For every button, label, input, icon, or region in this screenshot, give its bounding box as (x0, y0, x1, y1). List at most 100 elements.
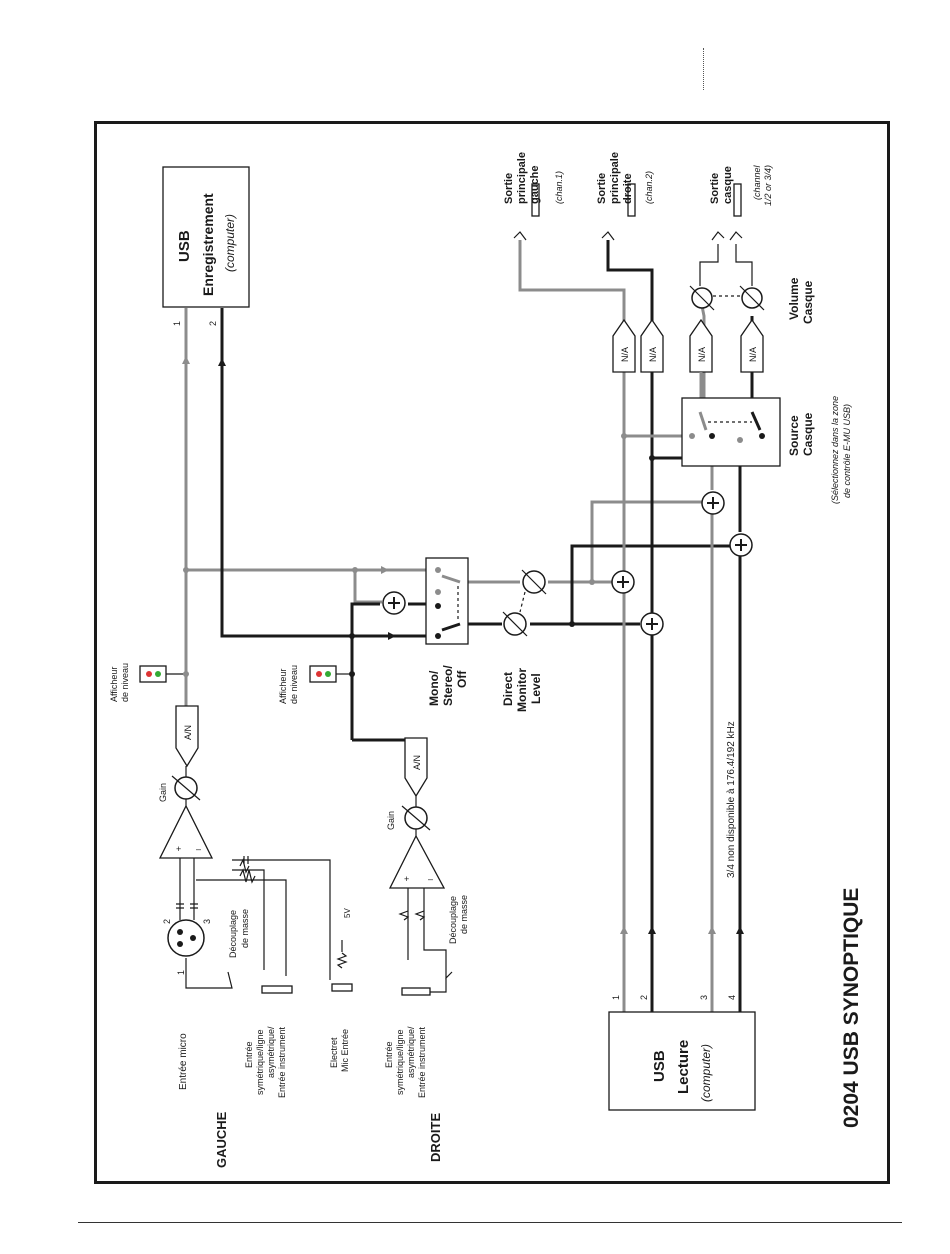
svg-text:Mic Entrée: Mic Entrée (340, 1029, 350, 1072)
svg-text:3: 3 (699, 995, 709, 1000)
mix-sum-3 (640, 612, 664, 636)
svg-text:N/A: N/A (697, 347, 707, 362)
svg-text:N/A: N/A (748, 347, 758, 362)
diagram-title: 0204 USB SYNOPTIQUE (840, 888, 863, 1128)
section-droite: DROITE (428, 1113, 443, 1162)
electret-label: Electret (329, 1037, 339, 1068)
svg-text:3: 3 (202, 919, 212, 924)
svg-text:Direct: Direct (501, 672, 515, 706)
svg-text:1: 1 (611, 995, 621, 1000)
svg-text:Monitor: Monitor (515, 668, 529, 712)
mix-sum-2 (611, 570, 635, 594)
svg-text:–: – (428, 874, 433, 884)
svg-text:principale: principale (516, 152, 528, 204)
svg-text:5V: 5V (343, 908, 352, 918)
svg-text:(chan.2): (chan.2) (644, 171, 654, 204)
volume-casque-knobs (689, 285, 765, 311)
output-main-left: Sortie principale gauche (chan.1) (503, 152, 564, 241)
svg-text:4: 4 (727, 995, 737, 1000)
diagram-frame (94, 121, 890, 1184)
crop-mark (703, 48, 704, 90)
svg-text:A/N: A/N (183, 725, 193, 740)
section-gauche: GAUCHE (214, 1111, 229, 1168)
svg-text:Stereo/: Stereo/ (441, 665, 455, 706)
wire-rec-2 (220, 308, 435, 638)
svg-text:casque: casque (722, 166, 734, 204)
mix-sum-1 (382, 591, 406, 615)
dac-main-left: N/A (612, 318, 636, 373)
svg-text:Entrée instrument: Entrée instrument (417, 1026, 427, 1098)
usb-record-box: USB Enregistrement (computer) (162, 166, 250, 308)
svg-text:(computer): (computer) (699, 1044, 713, 1102)
svg-text:Level: Level (529, 673, 543, 704)
svg-text:Découplage: Découplage (228, 910, 238, 958)
svg-text:N/A: N/A (620, 347, 630, 362)
svg-text:de masse: de masse (240, 909, 250, 948)
svg-text:(computer): (computer) (223, 214, 237, 272)
left-line-input-label: Entrée (244, 1041, 254, 1068)
svg-text:Sortie: Sortie (503, 173, 515, 204)
svg-text:Gain: Gain (158, 783, 168, 802)
svg-text:+: + (176, 844, 181, 854)
svg-text:de niveau: de niveau (289, 665, 299, 704)
left-level-meter (139, 665, 186, 683)
svg-text:(Sélectionnez dans la zone: (Sélectionnez dans la zone (830, 396, 840, 504)
svg-text:1: 1 (176, 970, 186, 975)
source-casque-switch (681, 397, 781, 467)
svg-text:2: 2 (162, 919, 172, 924)
svg-text:droite: droite (622, 173, 634, 204)
svg-text:Découplage: Découplage (448, 896, 458, 944)
direct-monitor-knobs (502, 569, 547, 637)
svg-text:Sortie: Sortie (596, 173, 608, 204)
mono-stereo-off-switch (425, 557, 469, 645)
xlr-connector (167, 919, 205, 957)
svg-text:Afficheur: Afficheur (278, 669, 288, 704)
svg-text:Source: Source (787, 415, 801, 456)
svg-text:Lecture: Lecture (675, 1040, 692, 1094)
mix-sum-4 (701, 491, 725, 515)
svg-text:Sortie: Sortie (709, 173, 721, 204)
svg-text:Casque: Casque (801, 412, 815, 456)
svg-text:Off: Off (455, 670, 469, 688)
svg-text:2: 2 (639, 995, 649, 1000)
left-adc: A/N (175, 705, 199, 768)
left-preamp: + – (158, 804, 214, 859)
svg-text:–: – (196, 844, 201, 854)
svg-text:asymétrique/: asymétrique/ (406, 1026, 416, 1078)
right-adc: A/N (404, 737, 428, 798)
mix-sum-5 (729, 533, 753, 557)
svg-text:Volume: Volume (787, 277, 801, 320)
svg-text:gauche: gauche (529, 165, 541, 204)
svg-text:1/2 or 3/4): 1/2 or 3/4) (763, 165, 773, 206)
output-main-right: Sortie principale droite (chan.2) (596, 152, 654, 241)
output-headphone: Sortie casque (channel 1/2 or 3/4) (709, 164, 773, 241)
svg-text:N/A: N/A (648, 347, 658, 362)
svg-text:de niveau: de niveau (120, 663, 130, 702)
svg-text:asymétrique/: asymétrique/ (266, 1026, 276, 1078)
svg-text:A/N: A/N (412, 755, 422, 770)
dac-main-right: N/A (640, 318, 664, 373)
svg-text:de contrôle E-MU USB): de contrôle E-MU USB) (842, 404, 852, 498)
note-34: 3/4 non disponible à 176.4/192 kHz (726, 721, 737, 878)
svg-text:1: 1 (172, 321, 182, 326)
junction-dots (183, 433, 655, 677)
svg-text:Mono/: Mono/ (427, 670, 441, 706)
svg-text:Enregistrement: Enregistrement (200, 193, 216, 296)
usb-playback-box: USB Lecture (computer) (608, 1011, 756, 1111)
svg-text:+: + (404, 874, 409, 884)
dac-hp-right: N/A (740, 318, 764, 373)
right-preamp: + – (388, 834, 446, 889)
svg-text:USB: USB (651, 1050, 668, 1082)
svg-text:Afficheur: Afficheur (109, 667, 119, 702)
right-level-meter (309, 665, 352, 683)
mic-input-label: Entrée micro (178, 1033, 189, 1090)
dac-hp-left: N/A (689, 318, 713, 373)
right-line-input-label: Entrée (384, 1041, 394, 1068)
svg-text:Casque: Casque (801, 280, 815, 324)
svg-text:principale: principale (609, 152, 621, 204)
footer-rule (78, 1222, 902, 1223)
svg-text:(channel: (channel (752, 164, 762, 200)
svg-text:symétrique/ligne: symétrique/ligne (255, 1029, 265, 1095)
